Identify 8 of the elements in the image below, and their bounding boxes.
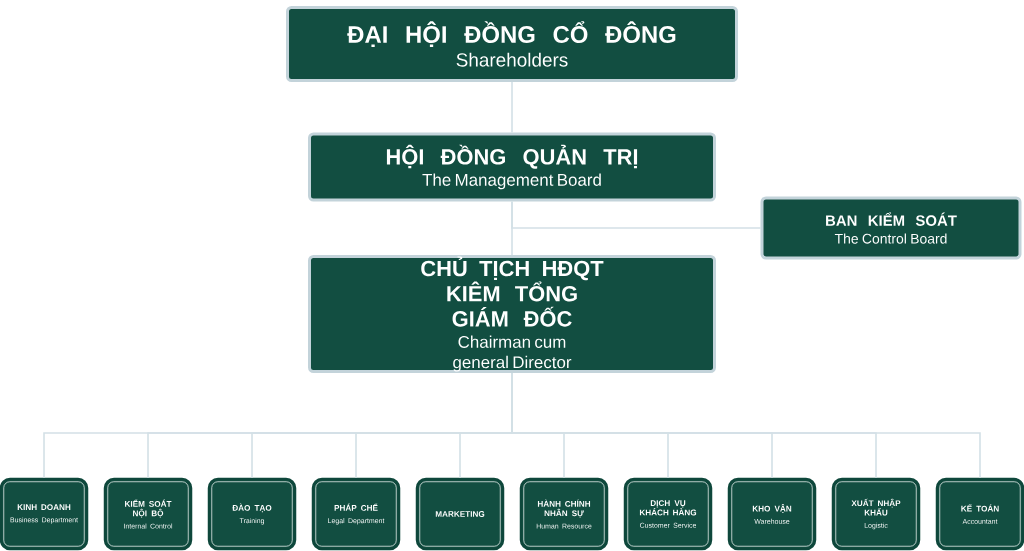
connector-line xyxy=(511,372,981,479)
connector-line xyxy=(511,81,513,134)
connector-line xyxy=(511,200,762,229)
department-box: MARKETING xyxy=(415,477,505,551)
org-box: HỘI ĐỒNG QUẢN TRỊ The Management Board xyxy=(308,132,716,202)
org-box: BAN KIỂM SOÁT The Control Board xyxy=(760,196,1022,260)
org-box: ĐẠI HỘI ĐỒNG CỔ ĐÔNG Shareholders xyxy=(286,6,738,82)
org-box: CHỦ TỊCH HĐQT KIÊM TỔNG GIÁM ĐỐC Chairman cum general Director xyxy=(308,254,716,374)
